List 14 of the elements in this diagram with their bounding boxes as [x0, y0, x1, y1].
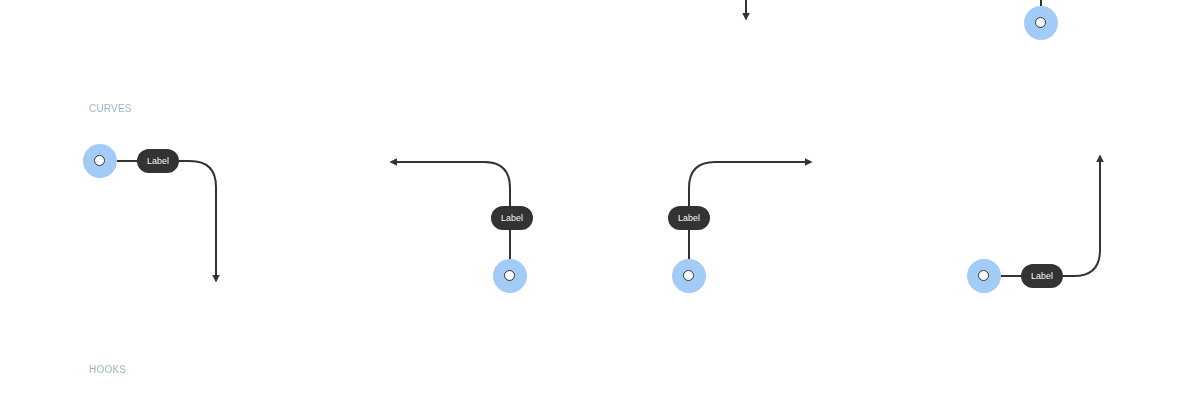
edge-label: Label — [137, 149, 179, 173]
arrow — [389, 158, 511, 260]
connector-handle — [672, 259, 706, 293]
connector-handle — [967, 259, 1001, 293]
connector-line — [1040, 0, 1042, 7]
section-heading: HOOKS — [89, 364, 127, 375]
edge-label: Label — [668, 206, 710, 230]
connector-handle — [83, 144, 117, 178]
connector-handle — [493, 259, 527, 293]
connector-handle — [1024, 6, 1058, 40]
section-heading: CURVES — [89, 103, 132, 114]
edge-label: Label — [491, 206, 533, 230]
arrow — [688, 158, 813, 260]
edge-label: Label — [1021, 264, 1063, 288]
